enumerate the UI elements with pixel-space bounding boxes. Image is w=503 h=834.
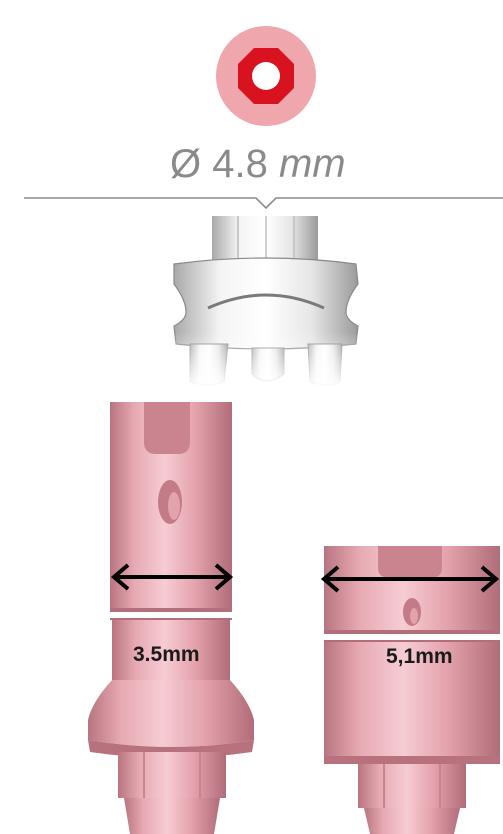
diameter-value: 4.8: [212, 142, 268, 186]
diameter-unit: mm: [278, 142, 346, 186]
abutment-3-5mm: [88, 402, 254, 834]
dimension-label-left: 3.5mm: [133, 643, 200, 666]
double-arrow-icon: [320, 565, 500, 593]
hex-socket-icon: [216, 26, 316, 126]
diameter-label: Ø 4.8 mm: [170, 142, 390, 187]
implant-connection-icon: [168, 216, 364, 388]
double-arrow-icon: [110, 563, 234, 591]
diameter-symbol: Ø: [170, 142, 202, 186]
divider-pointer: [24, 197, 503, 210]
dimension-label-right: 5,1mm: [386, 645, 453, 668]
abutment-5-1mm: [324, 546, 500, 834]
